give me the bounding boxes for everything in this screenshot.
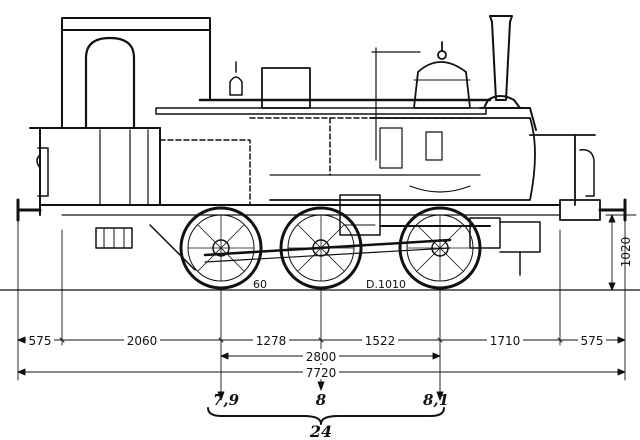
label-wheel-diameter: D.1010 xyxy=(366,278,406,291)
axle-load-total: 24 xyxy=(309,422,332,440)
dim-axle1-axle2: 1278 xyxy=(256,334,287,348)
axle-loads: 7,9 8 8,1 24 xyxy=(213,391,449,440)
coupling-rods xyxy=(149,217,541,276)
cab xyxy=(29,17,211,206)
chimney xyxy=(479,15,537,131)
dim-wheelbase: 2800 xyxy=(306,350,337,364)
side-tank xyxy=(155,61,492,206)
axle-load-3: 8,1 xyxy=(423,391,449,409)
dim-length: 7720 xyxy=(306,366,337,380)
dim-axle3-buffer: 1710 xyxy=(490,334,521,348)
axle-load-1: 7,9 xyxy=(213,391,240,409)
boiler xyxy=(269,41,536,201)
drawing-labels: 60 D.1010 xyxy=(253,278,406,291)
front-end xyxy=(529,134,627,222)
dim-front-axle1: 2060 xyxy=(127,334,158,348)
axle-load-brace xyxy=(207,407,445,425)
axle-load-2: 8 xyxy=(316,391,327,409)
dimension-texts: 575 2060 1278 1522 1710 575 2800 7720 10… xyxy=(26,237,633,380)
dim-overhang-rear: 575 xyxy=(581,334,604,348)
dim-buffer-height: 1020 xyxy=(619,237,633,268)
wheel-axle-1 xyxy=(179,206,263,290)
dim-overhang-front: 575 xyxy=(29,334,52,348)
label-60: 60 xyxy=(253,278,267,291)
dim-axle2-axle3: 1522 xyxy=(365,334,396,348)
